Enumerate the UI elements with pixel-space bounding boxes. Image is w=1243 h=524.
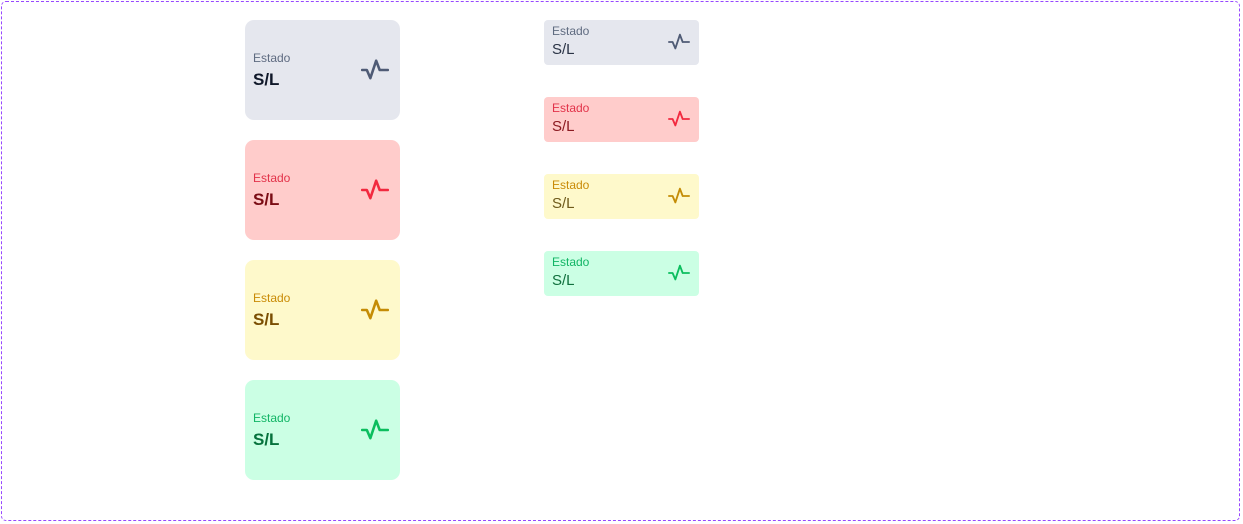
activity-icon	[361, 416, 389, 444]
status-card-label: Estado	[552, 101, 590, 115]
status-card-large-gray[interactable]: Estado S/L	[245, 20, 400, 120]
status-card-small-yellow[interactable]: Estado S/L	[544, 174, 699, 219]
activity-icon	[668, 185, 690, 207]
status-card-large-yellow[interactable]: Estado S/L	[245, 260, 400, 360]
status-card-value: S/L	[552, 272, 575, 289]
status-card-value: S/L	[253, 430, 280, 449]
status-card-value: S/L	[253, 310, 280, 329]
status-card-label: Estado	[552, 24, 590, 38]
status-card-label: Estado	[253, 291, 291, 305]
status-card-small-red[interactable]: Estado S/L	[544, 97, 699, 142]
status-card-large-green[interactable]: Estado S/L	[245, 380, 400, 480]
status-card-value: S/L	[552, 118, 575, 135]
activity-icon	[361, 296, 389, 324]
status-card-label: Estado	[253, 51, 291, 65]
activity-icon	[668, 31, 690, 53]
activity-icon	[668, 108, 690, 130]
status-card-value: S/L	[552, 195, 575, 212]
status-card-label: Estado	[253, 411, 291, 425]
status-card-label: Estado	[552, 255, 590, 269]
status-card-value: S/L	[253, 70, 280, 89]
status-card-value: S/L	[552, 41, 575, 58]
activity-icon	[361, 176, 389, 204]
status-card-value: S/L	[253, 190, 280, 209]
status-card-small-green[interactable]: Estado S/L	[544, 251, 699, 296]
status-card-large-red[interactable]: Estado S/L	[245, 140, 400, 240]
activity-icon	[361, 56, 389, 84]
activity-icon	[668, 262, 690, 284]
status-card-label: Estado	[253, 171, 291, 185]
status-card-small-gray[interactable]: Estado S/L	[544, 20, 699, 65]
status-card-label: Estado	[552, 178, 590, 192]
